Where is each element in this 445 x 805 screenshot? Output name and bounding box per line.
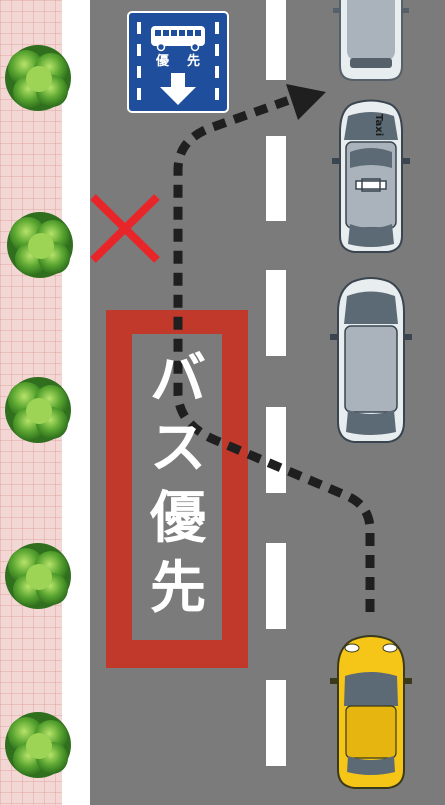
bus-priority-sign (127, 11, 229, 113)
down-arrow-icon (160, 73, 196, 105)
yellow-car (330, 635, 412, 789)
arrowhead-icon (286, 84, 326, 120)
sign-label-char-2: 先 (187, 54, 201, 69)
parked-car-top (333, 0, 409, 81)
sign-label-char-1: 優 (156, 54, 170, 69)
roadside-trees (5, 45, 73, 778)
taxi-roof-label: Taxi (373, 114, 384, 136)
path-arrow (173, 84, 375, 612)
parked-car-middle (330, 277, 412, 443)
bus-icon (151, 26, 205, 52)
bus-lane-marking-char-2: ス (150, 416, 206, 481)
taxi-car: Taxi (332, 99, 410, 253)
bus-lane-marking-char-4: 先 (150, 556, 206, 621)
bus-lane-marking-char-3: 優 (150, 486, 206, 551)
no-entry-cross-icon (90, 194, 160, 263)
lane-divider-line (266, 0, 286, 766)
bus-lane-marking-char-1: バ (150, 347, 206, 412)
